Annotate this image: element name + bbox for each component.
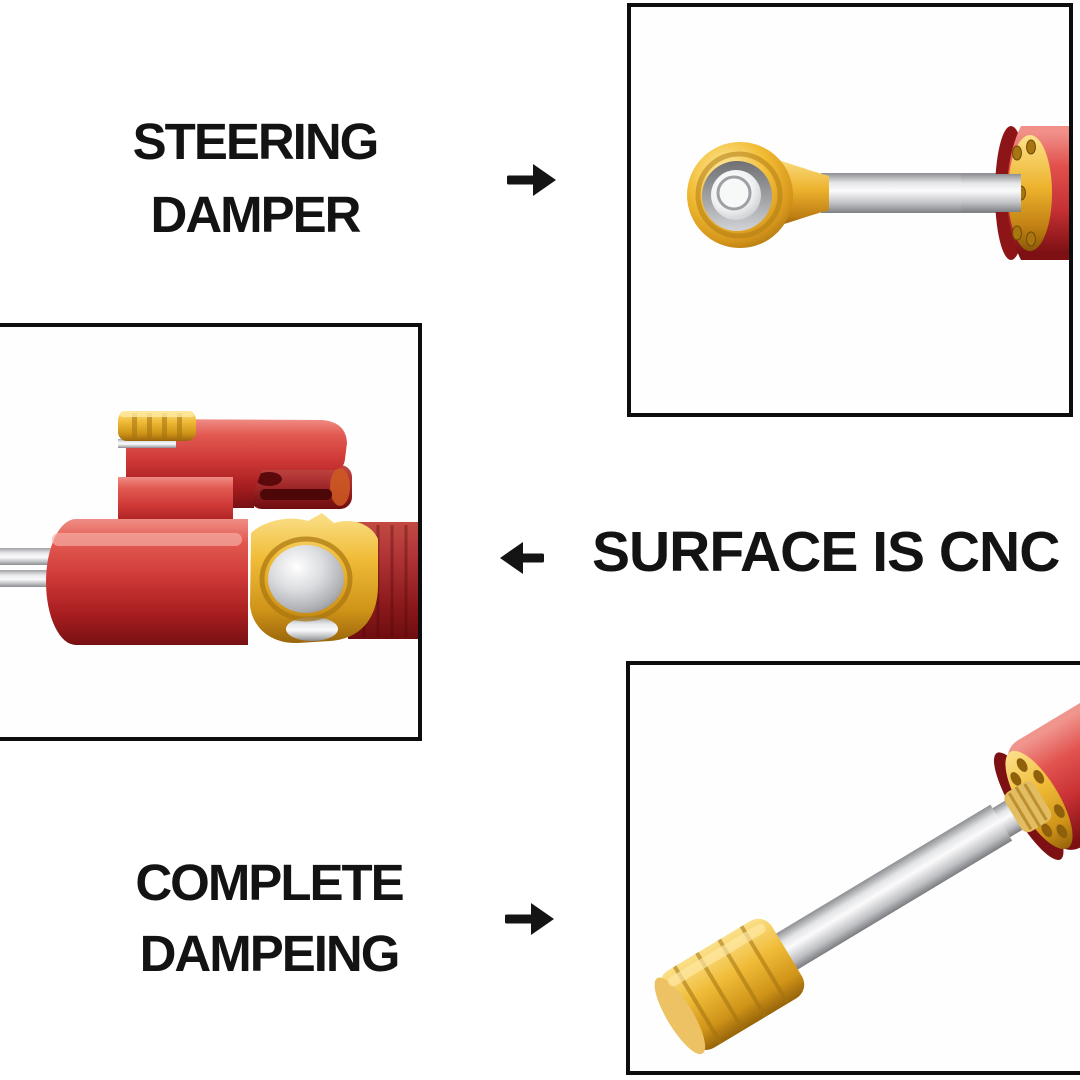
gold-clamp [250,513,378,644]
damper-shaft-render [654,665,1080,1055]
rod-end-bearing-render [687,126,1069,260]
feature-1-title: STEERING DAMPER [132,105,380,251]
feature-3-title-line2: DAMPEING [139,925,401,982]
bracket-barrel [250,465,352,509]
knob-washer [118,439,176,448]
shaft-stub [985,798,1026,842]
gold-flange [1008,135,1052,251]
feature-3-title: COMPLETE DAMPEING [135,847,404,989]
clamp-lower-bolt [286,617,338,641]
feature-1-title-line2: DAMPER [150,186,361,243]
gold-adjuster-knob [118,411,196,448]
feature-1-title-line1: STEERING [132,113,380,170]
photo-cnc-machined-body [0,323,422,741]
steel-mounting-rods [0,548,56,587]
right-arrow-icon [505,901,554,937]
rod-end-eyelet [687,142,793,248]
feature-2-title-line1: SURFACE IS CNC [592,520,1060,584]
red-main-cylinder [46,519,248,645]
left-arrow-icon [500,540,544,576]
gold-spline-collar [1004,781,1052,833]
photo-rod-end-bearing [627,3,1073,417]
gold-end-cap [654,918,805,1055]
cnc-body-render [0,411,418,645]
clamp-bolt-dome [268,545,344,613]
photo-damper-shaft [626,661,1080,1075]
feature-2-title: SURFACE IS CNC [592,520,1060,584]
steel-shaft-end [961,174,1021,212]
steel-shaft [738,804,1013,993]
feature-3-title-line1: COMPLETE [135,854,404,911]
right-arrow-icon [507,162,556,198]
